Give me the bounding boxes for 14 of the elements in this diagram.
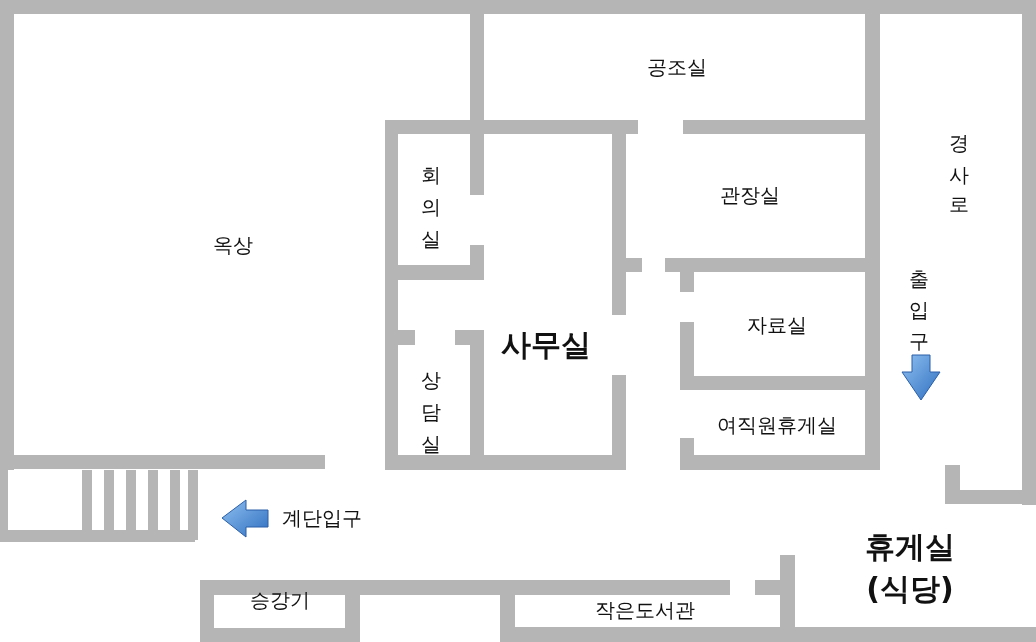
room-label: 여직원휴게실 xyxy=(717,411,837,439)
room-label: 회의실 xyxy=(418,152,446,248)
room-label: 옥상 xyxy=(213,231,253,259)
room-label: 공조실 xyxy=(647,53,707,81)
room-label: 관장실 xyxy=(720,181,780,209)
room-label: 승강기 xyxy=(250,586,310,614)
room-label: 작은도서관 xyxy=(595,596,695,624)
room-label: 상담실 xyxy=(418,357,446,453)
room-label: 사무실 xyxy=(486,324,606,366)
entrance-label: 출입구 xyxy=(906,255,933,351)
ramp-label: 경사로 xyxy=(946,120,973,216)
stair-entrance-label: 계단입구 xyxy=(282,504,362,532)
room-label: 휴게실 (식당) xyxy=(850,526,970,610)
room-label: 자료실 xyxy=(747,311,807,339)
